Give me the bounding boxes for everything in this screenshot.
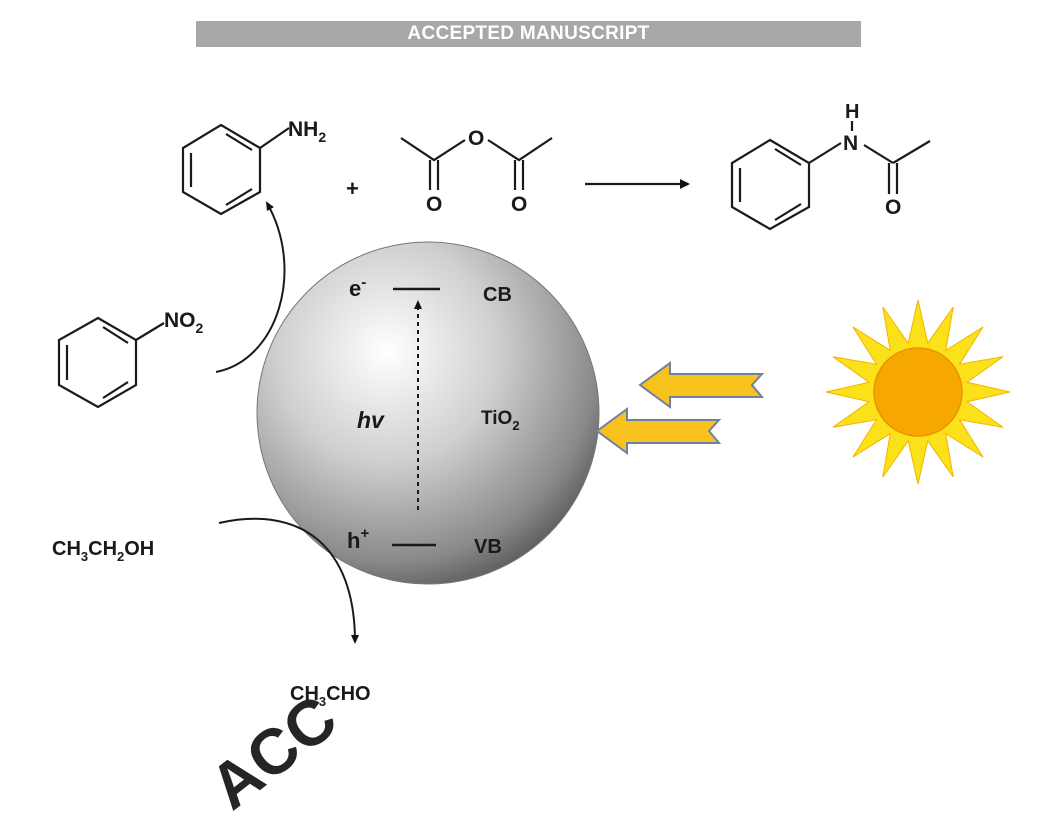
acetanilide-structure: [730, 121, 931, 231]
light-arrow-lower: [595, 407, 722, 455]
sun-icon: [825, 299, 1011, 485]
acetaldehyde-label: CH3CHO: [290, 683, 371, 709]
oxidation-curved-arrow: [218, 517, 359, 644]
hole-label: h+: [347, 525, 369, 553]
acetanilide-oxygen: O: [885, 196, 901, 219]
vb-label: VB: [474, 536, 502, 558]
cb-label: CB: [483, 284, 512, 306]
aniline-structure: [181, 123, 290, 216]
acetic-anhydride-structure: [400, 137, 553, 190]
aniline-amine-label: NH2: [288, 118, 326, 145]
anhydride-carbonyl-oxygen-2: O: [511, 193, 527, 216]
anhydride-bridge-oxygen: O: [468, 127, 484, 150]
acetanilide-nitrogen: N: [843, 132, 858, 155]
acetanilide-hydrogen: H: [845, 101, 859, 123]
plus-sign: +: [346, 176, 359, 201]
light-arrow-upper: [638, 361, 765, 409]
photon-energy-label: hv: [357, 407, 385, 433]
nitrobenzene-structure: [57, 316, 165, 409]
nitro-group-label: NO2: [164, 309, 204, 336]
electron-label: e-: [349, 274, 366, 301]
reduction-curved-arrow: [215, 201, 286, 373]
anhydride-carbonyl-oxygen-1: O: [426, 193, 442, 216]
accepted-manuscript-banner: ACCEPTED MANUSCRIPT: [196, 21, 861, 47]
ethanol-label: CH3CH2OH: [52, 538, 154, 564]
tio2-label: TiO2: [481, 408, 520, 433]
tio2-particle-sphere: [256, 241, 600, 585]
